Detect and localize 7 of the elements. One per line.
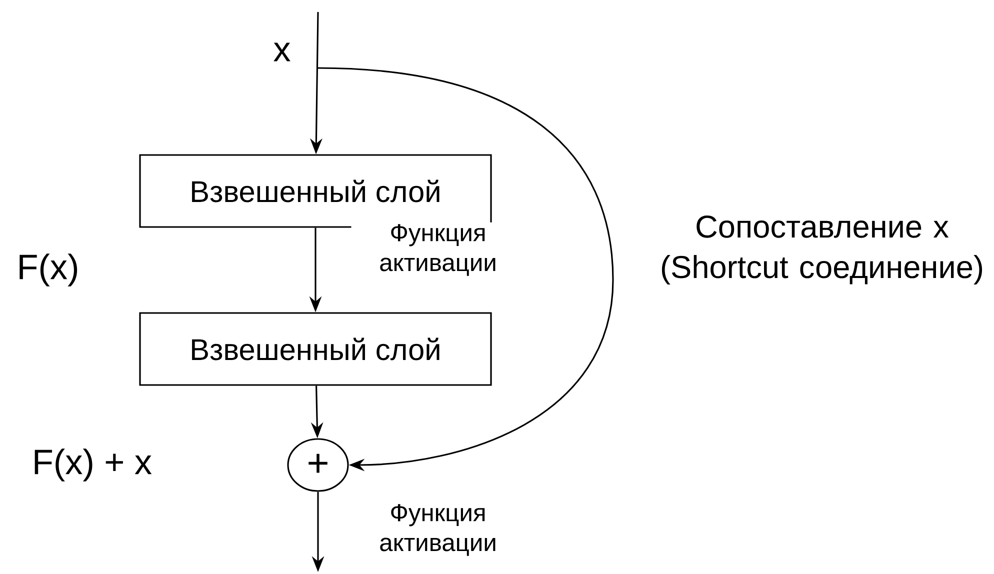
edge-label: Сопоставление x (Shortcut соединение) — [662, 215, 982, 285]
side-label: F(x) + x — [34, 448, 152, 482]
arrow — [318, 67, 614, 472]
layer-box: Взвешенный слой — [139, 312, 492, 386]
edge-label: Функция активации — [380, 504, 496, 556]
side-label: x — [274, 42, 290, 62]
side-label: F(x) — [20, 254, 78, 286]
